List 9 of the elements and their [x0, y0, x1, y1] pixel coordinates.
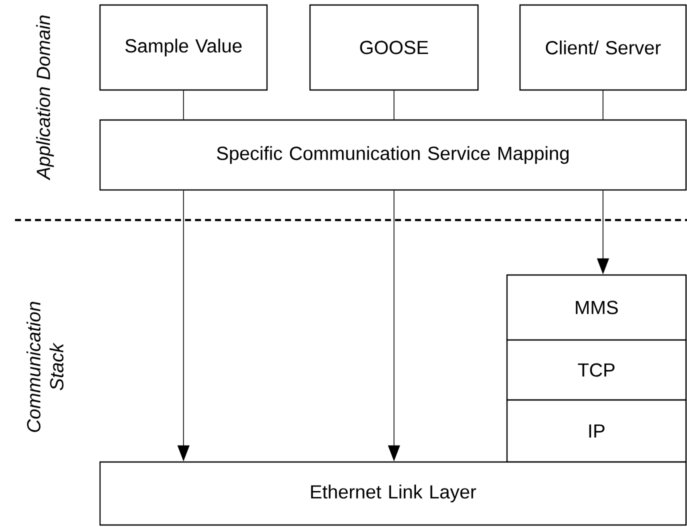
- layer-box: IP: [506, 399, 687, 463]
- layer-box: MMS: [506, 274, 687, 341]
- side-label: Communication Stack: [26, 302, 64, 432]
- layer-box: Client/ Server: [519, 4, 687, 91]
- layer-box: TCP: [506, 339, 687, 401]
- layer-box: Sample Value: [99, 4, 268, 91]
- layer-box: GOOSE: [309, 4, 479, 91]
- side-label: Application Domain: [36, 16, 54, 180]
- layer-box: Specific Communication Service Mapping: [99, 119, 687, 191]
